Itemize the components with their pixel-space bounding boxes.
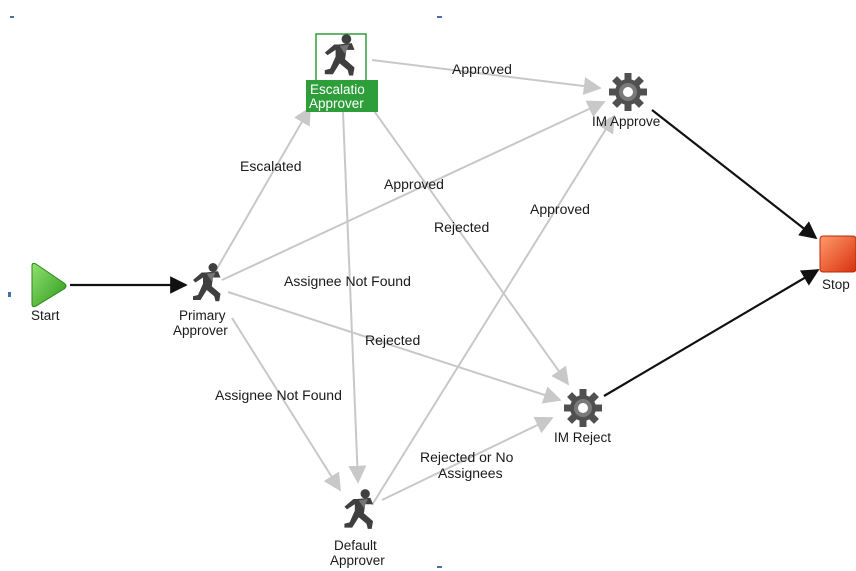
start-node[interactable]: Start — [31, 262, 67, 323]
edge-label-rejected: Rejected — [434, 219, 489, 235]
edge-escalation-to-im-approve[interactable] — [371, 59, 602, 95]
im-reject-label: IM Reject — [554, 430, 611, 445]
edge-label-assignees: Assignees — [438, 465, 503, 481]
start-label: Start — [31, 308, 60, 323]
edge-label-rejected: Rejected — [365, 332, 420, 348]
edge-primary-to-default[interactable] — [231, 317, 341, 492]
selected-label-background — [306, 80, 378, 112]
edge-im-approve-to-stop[interactable] — [651, 109, 818, 240]
corner-marker — [10, 16, 14, 18]
escalation-approver-label-line1: Escalatio — [310, 82, 365, 97]
edge-escalation-to-im-reject[interactable] — [371, 107, 570, 386]
person-icon — [344, 489, 373, 529]
edge-im-reject-to-stop[interactable] — [603, 269, 820, 397]
primary-approver-label-line1: Primary — [179, 308, 226, 323]
gear-icon — [564, 389, 602, 427]
im-reject-node[interactable]: IM Reject — [554, 389, 611, 445]
edge-primary-to-escalation[interactable] — [214, 106, 311, 273]
edge-label-approved: Approved — [530, 201, 590, 217]
im-approve-label: IM Approve — [592, 114, 660, 129]
escalation-approver-node[interactable]: Escalatio Approver — [306, 33, 378, 112]
corner-marker — [437, 16, 442, 18]
edge-default-to-im-reject[interactable] — [381, 416, 554, 501]
edge-primary-to-im-approve[interactable] — [221, 100, 606, 281]
person-icon — [193, 263, 221, 302]
edge-primary-to-im-reject[interactable] — [227, 291, 562, 404]
primary-approver-label-line2: Approver — [173, 323, 228, 338]
edge-escalation-to-default[interactable] — [342, 111, 367, 484]
stop-node[interactable]: Stop — [819, 235, 856, 292]
edge-label-approved: Approved — [384, 176, 444, 192]
default-approver-label-line2: Approver — [330, 553, 385, 568]
edge-label-assignee-not-found: Assignee Not Found — [284, 273, 411, 289]
play-icon — [31, 262, 67, 308]
gear-icon — [609, 73, 647, 111]
default-approver-node[interactable]: Default Approver — [330, 489, 385, 568]
im-approve-node[interactable]: IM Approve — [592, 73, 660, 129]
primary-approver-node[interactable]: Primary Approver — [173, 263, 228, 338]
edge-label-approved: Approved — [452, 61, 512, 77]
stop-icon — [819, 235, 856, 273]
edge-default-to-im-approve[interactable] — [371, 114, 615, 506]
edge-label-rejected-or-no: Rejected or No — [420, 449, 514, 465]
edge-label-assignee-not-found: Assignee Not Found — [215, 387, 342, 403]
escalation-approver-label-line2: Approver — [309, 96, 364, 111]
corner-marker — [8, 292, 11, 297]
corner-marker — [437, 566, 442, 568]
edge-label-escalated: Escalated — [240, 158, 301, 174]
stop-label: Stop — [822, 277, 850, 292]
default-approver-label-line1: Default — [334, 538, 377, 553]
